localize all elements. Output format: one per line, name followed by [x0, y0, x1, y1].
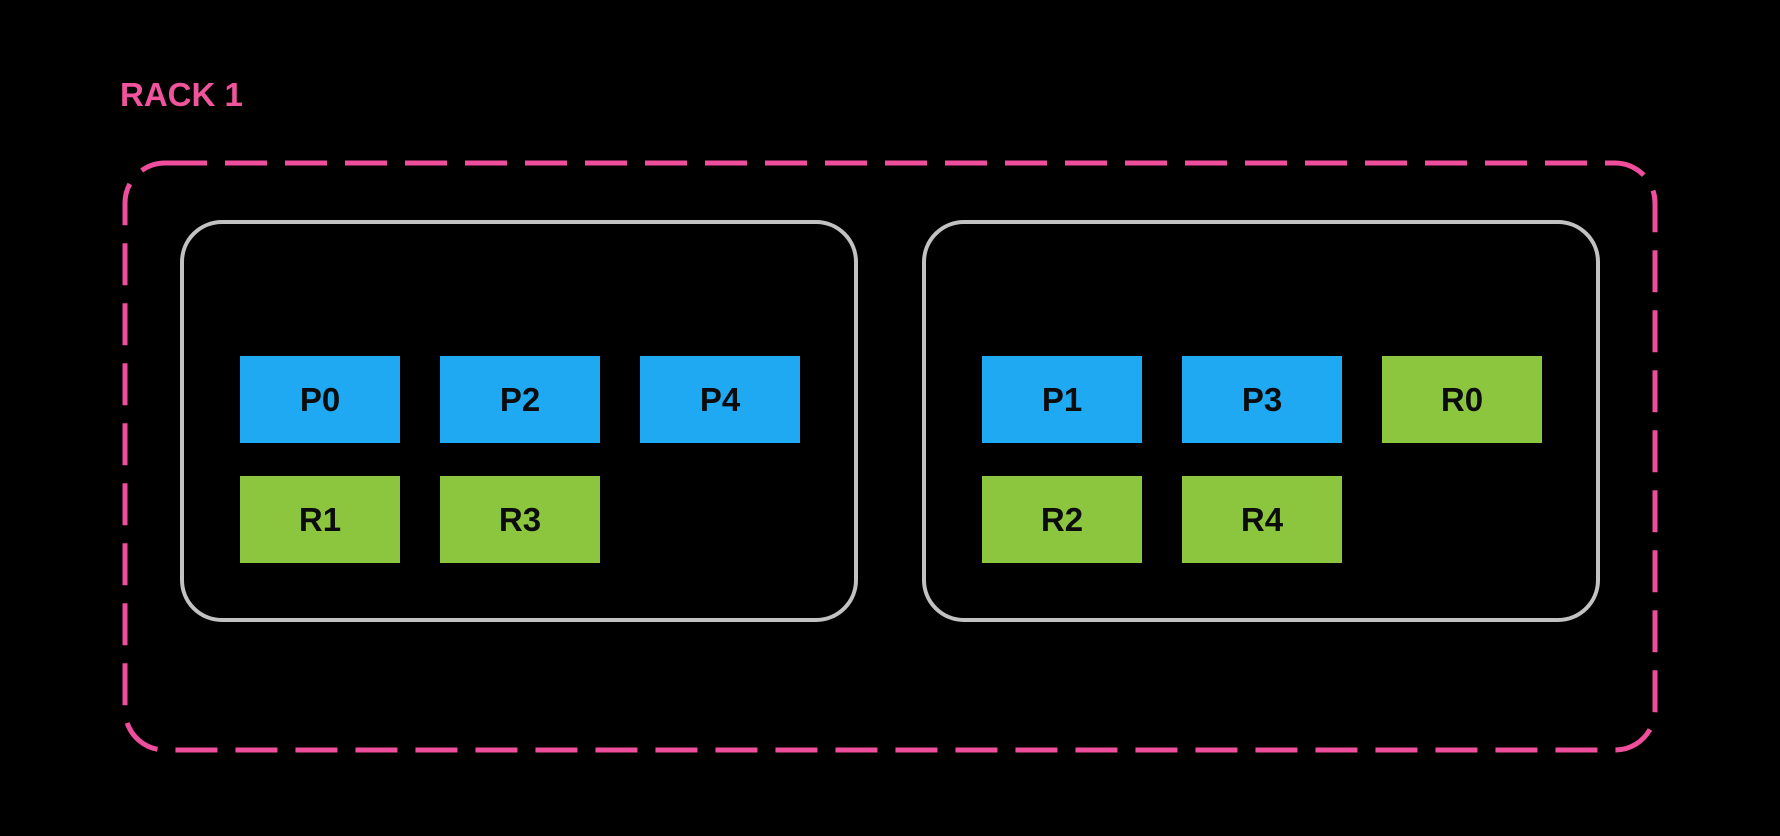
node-box-right: P1 P3 R0 R2 R4: [922, 220, 1600, 622]
chip-r3: R3: [440, 476, 600, 563]
rack-dashed-border: [122, 160, 1658, 753]
node-box-left: P0 P2 P4 R1 R3: [180, 220, 858, 622]
chip-r1: R1: [240, 476, 400, 563]
chip-r0: R0: [1382, 356, 1542, 443]
chip-p3: P3: [1182, 356, 1342, 443]
chip-p2: P2: [440, 356, 600, 443]
chip-p0: P0: [240, 356, 400, 443]
chip-r2: R2: [982, 476, 1142, 563]
chip-p1: P1: [982, 356, 1142, 443]
rack-title: RACK 1: [120, 76, 243, 113]
rack-boundary: [122, 160, 1658, 753]
chip-r4: R4: [1182, 476, 1342, 563]
chip-p4: P4: [640, 356, 800, 443]
